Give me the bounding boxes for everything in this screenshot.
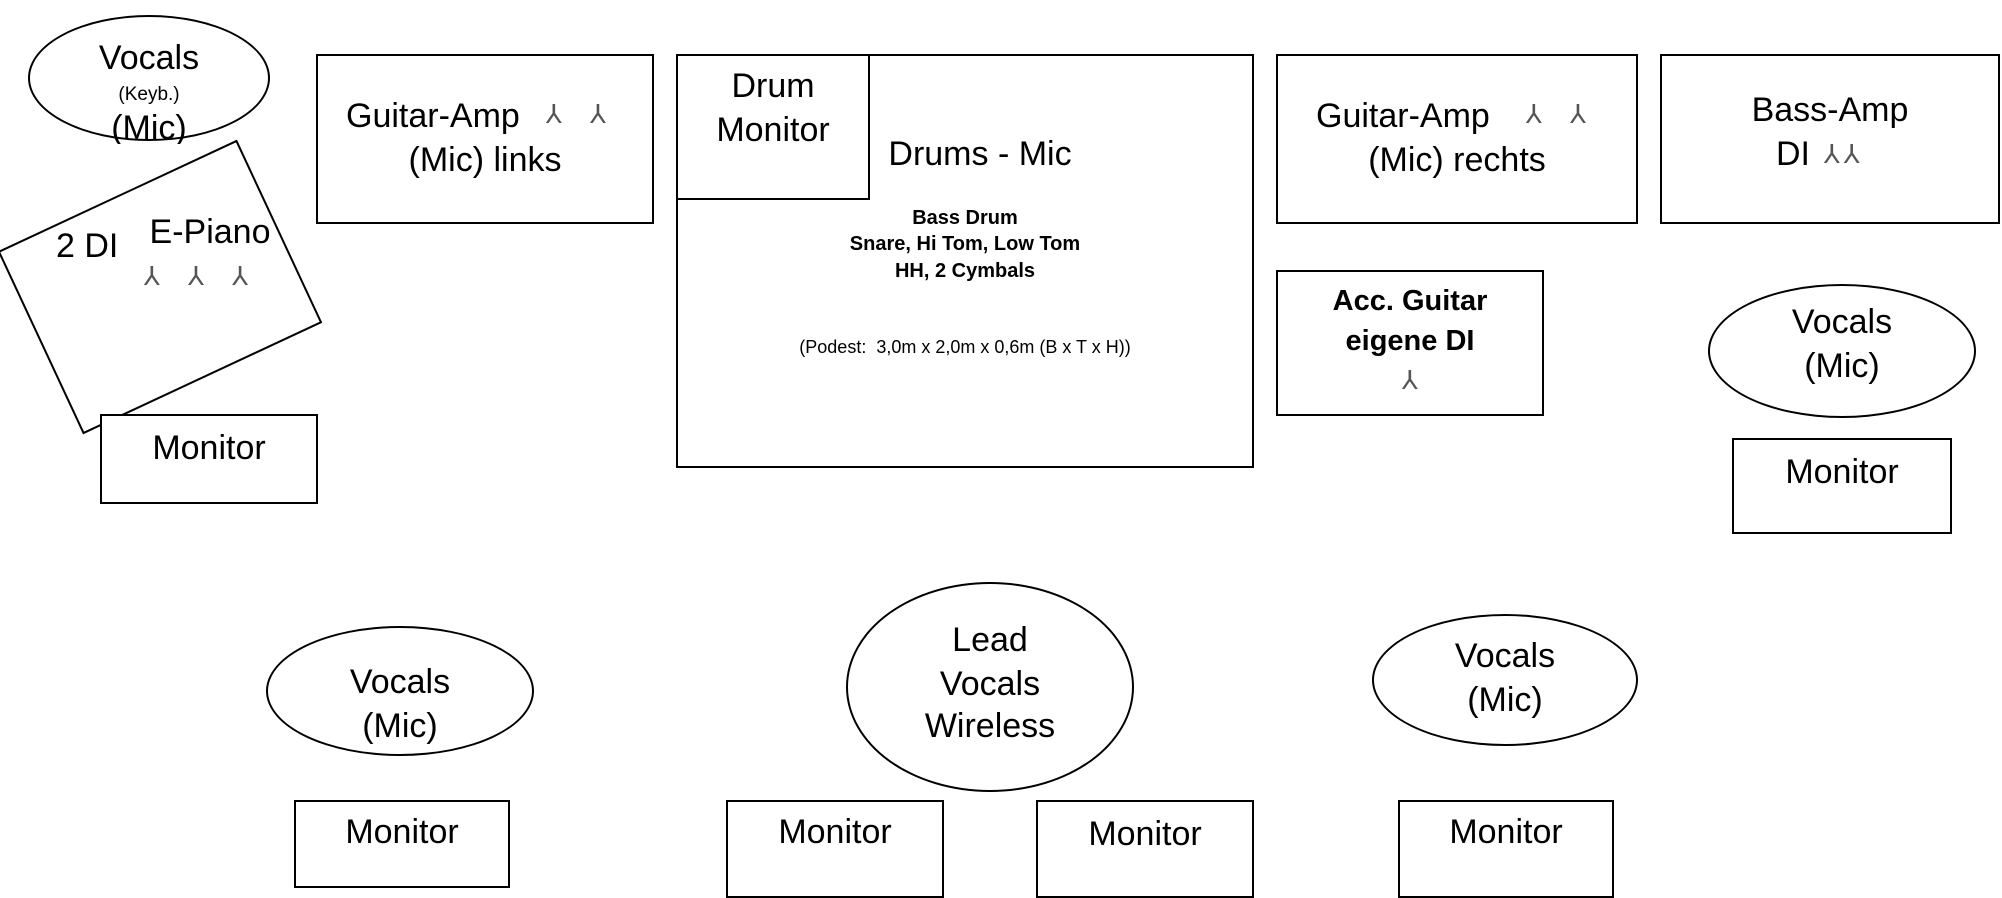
bass-amp-di-label: DI [1776, 135, 1810, 173]
drums-title: Drums - Mic [888, 135, 1072, 173]
guitar-amp-left-position: (Mic) links [408, 141, 562, 179]
guitar-amp-right-label: Guitar-Amp [1316, 97, 1490, 135]
monitor-bottom-2-label: Monitor [778, 813, 892, 851]
drums-detail-1: Bass Drum [912, 207, 1018, 229]
monitor-left [100, 414, 318, 504]
e-piano-di-label: 2 DI [56, 227, 119, 265]
acc-guitar-mic-icon: ⅄ [1402, 366, 1418, 396]
monitor-right [1732, 438, 1952, 534]
right-vocals-label: Vocals [1791, 303, 1893, 341]
e-piano-label: E-Piano [149, 213, 271, 251]
monitor-bottom-3 [1036, 800, 1254, 898]
lead-vocals-label-2: Vocals [939, 665, 1041, 703]
acc-guitar-box [1276, 270, 1544, 416]
monitor-bottom-4-label: Monitor [1449, 813, 1563, 851]
guitar-amp-right-position: (Mic) rechts [1368, 141, 1546, 179]
guitar-amp-left-mic-icons: ⅄ ⅄ [546, 100, 617, 130]
drum-monitor-box [676, 54, 870, 200]
guitar-amp-right-box [1276, 54, 1638, 224]
bottom-right-vocals-label: Vocals [1454, 637, 1556, 675]
lead-vocals-label-1: Lead [952, 621, 1028, 659]
bottom-left-vocals-label: Vocals [349, 663, 451, 701]
acc-guitar-di-label: eigene DI [1345, 325, 1475, 357]
lead-vocals-label-3: Wireless [924, 707, 1056, 745]
monitor-bottom-3-label: Monitor [1088, 815, 1202, 853]
bottom-left-vocals-mic: (Mic) [362, 707, 438, 745]
guitar-amp-left-label: Guitar-Amp [346, 97, 520, 135]
bass-amp-mic-icons: ⅄⅄ [1824, 140, 1864, 170]
monitor-left-label: Monitor [152, 429, 266, 467]
drums-detail-2: Snare, Hi Tom, Low Tom [849, 233, 1081, 255]
right-vocals-mic: (Mic) [1804, 347, 1880, 385]
monitor-bottom-1-label: Monitor [345, 813, 459, 851]
keyboard-vocals-mic: (Mic) [111, 109, 187, 144]
monitor-right-label: Monitor [1785, 453, 1899, 491]
right-vocals-ellipse [1708, 284, 1976, 418]
bass-amp-label: Bass-Amp [1751, 91, 1909, 129]
monitor-bottom-2 [726, 800, 944, 898]
drums-podest: (Podest: 3,0m x 2,0m x 0,6m (B x T x H)) [799, 337, 1131, 357]
drum-monitor-label-1: Drum [731, 67, 815, 105]
keyboard-vocals-ellipse [28, 15, 270, 141]
bottom-right-vocals-mic: (Mic) [1467, 681, 1543, 719]
bass-amp-box [1660, 54, 2000, 224]
lead-vocals-ellipse [846, 582, 1134, 792]
bottom-left-vocals-ellipse [266, 626, 534, 756]
drums-detail-3: HH, 2 Cymbals [894, 260, 1036, 282]
guitar-amp-right-mic-icons: ⅄ ⅄ [1526, 100, 1597, 130]
drum-monitor-label-2: Monitor [716, 111, 830, 149]
keyboard-vocals-sub: (Keyb.) [118, 84, 180, 105]
e-piano-mic-icons: ⅄ ⅄ ⅄ [144, 262, 259, 292]
guitar-amp-left-box [316, 54, 654, 224]
bottom-right-vocals-ellipse [1372, 614, 1638, 746]
keyboard-vocals-label: Vocals [98, 39, 200, 77]
monitor-bottom-1 [294, 800, 510, 888]
acc-guitar-label: Acc. Guitar [1332, 285, 1488, 317]
